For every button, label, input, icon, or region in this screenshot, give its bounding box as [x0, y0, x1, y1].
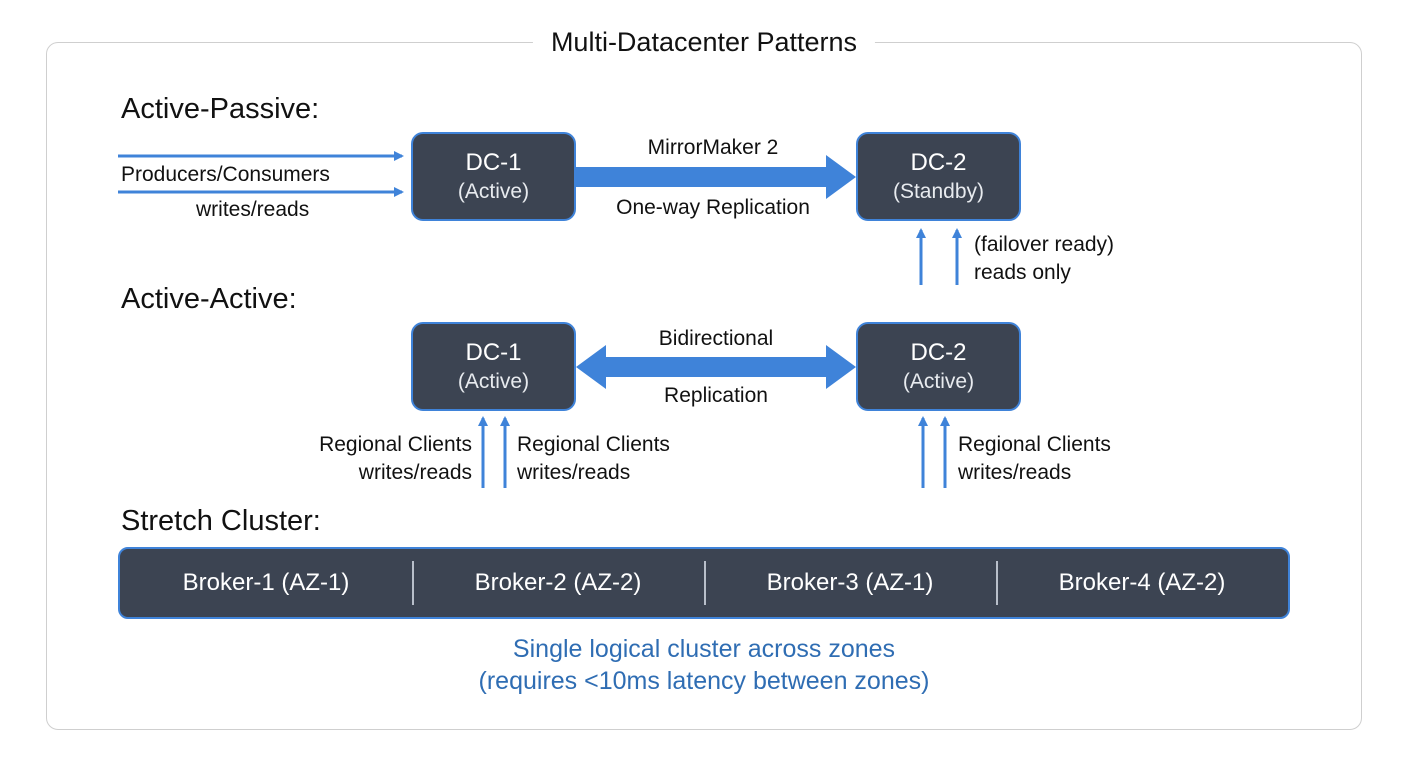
- aa-clients-3-sub: writes/reads: [958, 461, 1072, 484]
- ap-clients-sub: writes/reads: [196, 198, 310, 221]
- ap-clients-label: Producers/Consumers: [121, 163, 330, 186]
- aa-clients-2-sub: writes/reads: [517, 461, 631, 484]
- aa-clients-3-label: Regional Clients: [958, 433, 1111, 456]
- diagram-title: Multi-Datacenter Patterns: [532, 25, 876, 59]
- aa-clients-1-label: Regional Clients: [319, 433, 472, 456]
- aa-replication-bottom: Replication: [664, 384, 768, 407]
- ap-dc1-name: DC-1: [465, 148, 522, 176]
- aa-dc1-node: DC-1 (Active): [411, 322, 576, 411]
- aa-dc2-role: (Active): [902, 369, 975, 393]
- aa-client-arrows: [478, 416, 950, 488]
- aa-dc2-name: DC-2: [910, 338, 967, 366]
- broker-1: Broker-1 (AZ-1): [182, 569, 350, 596]
- aa-replication-top: Bidirectional: [658, 327, 774, 350]
- ap-standby-arrows: [916, 228, 962, 285]
- ap-replication-arrow: [576, 155, 856, 199]
- ap-dc2-node: DC-2 (Standby): [856, 132, 1021, 221]
- stretch-note-2: (requires <10ms latency between zones): [478, 667, 930, 695]
- ap-standby-note-1: (failover ready): [974, 233, 1115, 256]
- ap-replication-bottom: One-way Replication: [616, 196, 810, 219]
- active-passive-heading: Active-Passive:: [121, 93, 320, 125]
- active-active-heading: Active-Active:: [121, 283, 297, 315]
- stretch-cluster-bar: Broker-1 (AZ-1) Broker-2 (AZ-2) Broker-3…: [118, 547, 1290, 619]
- aa-dc1-name: DC-1: [465, 338, 522, 366]
- broker-2: Broker-2 (AZ-2): [412, 549, 704, 617]
- ap-replication-top: MirrorMaker 2: [647, 136, 779, 159]
- aa-bidirectional-arrow: [576, 345, 856, 389]
- ap-standby-note-2: reads only: [974, 261, 1071, 284]
- ap-dc2-name: DC-2: [910, 148, 967, 176]
- aa-clients-1-sub: writes/reads: [358, 461, 472, 484]
- stretch-cluster-heading: Stretch Cluster:: [121, 505, 321, 537]
- stretch-note-1: Single logical cluster across zones: [512, 635, 896, 663]
- ap-dc1-role: (Active): [457, 179, 530, 203]
- broker-3: Broker-3 (AZ-1): [704, 549, 996, 617]
- aa-dc1-role: (Active): [457, 369, 530, 393]
- aa-clients-2-label: Regional Clients: [517, 433, 670, 456]
- ap-client-arrows: [118, 151, 404, 197]
- aa-dc2-node: DC-2 (Active): [856, 322, 1021, 411]
- broker-4: Broker-4 (AZ-2): [996, 549, 1288, 617]
- ap-dc1-node: DC-1 (Active): [411, 132, 576, 221]
- ap-dc2-role: (Standby): [892, 179, 985, 203]
